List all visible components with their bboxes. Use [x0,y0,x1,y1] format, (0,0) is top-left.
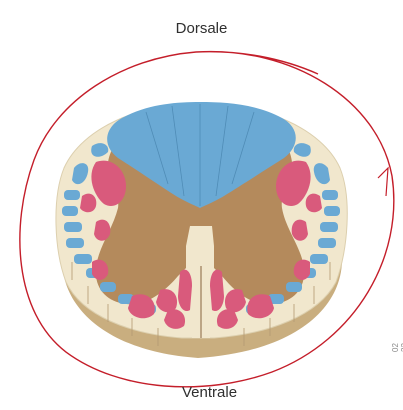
right-blue-tract-4 [324,206,340,216]
right-blue-tract-7 [310,254,328,264]
ventral-label: Ventrale [182,384,237,401]
right-blue-tract-5 [320,222,338,232]
right-blue-tract-9 [286,282,302,292]
left-blue-tract-4 [62,206,78,216]
right-red-tract-3 [292,220,308,241]
left-blue-tract-7 [74,254,92,264]
right-blue-tract-6 [318,238,336,248]
watermark-text: 02 22 [391,340,403,352]
annotation-tick [378,168,388,196]
left-blue-tract-3 [64,190,80,200]
left-red-tract-2 [80,194,96,213]
left-red-tract-3 [94,220,110,241]
dorsal-label: Dorsale [0,20,403,37]
left-blue-tract-5 [64,222,82,232]
left-blue-tract-9 [100,282,116,292]
left-blue-tract-6 [66,238,84,248]
right-blue-tract-3 [322,190,338,200]
right-red-tract-8 [210,270,224,311]
left-red-tract-8 [178,270,192,311]
right-red-tract-2 [306,194,322,213]
